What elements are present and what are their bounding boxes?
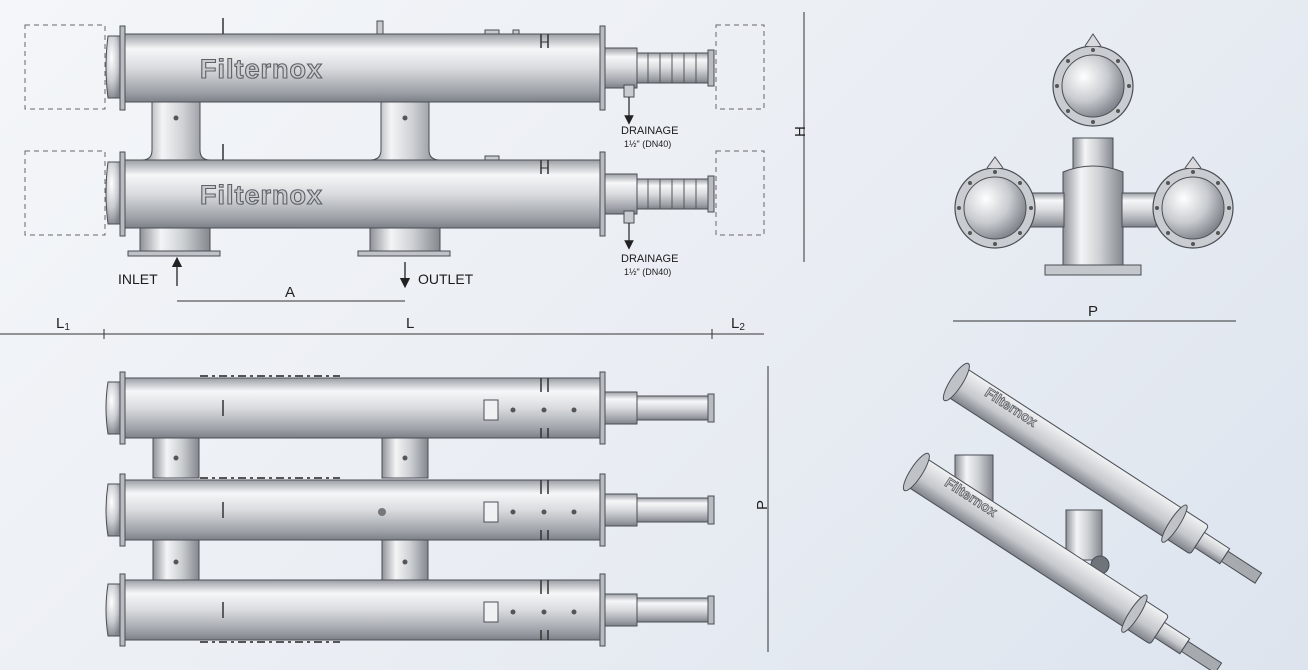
clearance-box-left-bottom — [24, 150, 106, 236]
vessel-top — [105, 18, 715, 111]
dim-p-side-label: P — [1088, 303, 1098, 320]
clearance-box-right-bottom — [715, 150, 765, 236]
drainage-size-top: 1½" (DN40) — [624, 139, 671, 149]
vessel-row-2 — [105, 473, 715, 547]
dim-h-label: H — [792, 126, 809, 137]
vessel-row-3 — [105, 573, 715, 647]
outlet-label: OUTLET — [418, 271, 474, 287]
dim-a-label: A — [285, 284, 295, 301]
dim-p-top-label: P — [754, 500, 771, 510]
brand-logo-vessel-top: Filternox — [200, 54, 323, 84]
dim-l2-label: L2 — [731, 315, 745, 333]
dim-l1-label: L1 — [56, 315, 70, 333]
vessel-row-1 — [105, 371, 715, 445]
brand-logo-vessel-bottom: Filternox — [200, 180, 323, 210]
dim-l-label: L — [406, 315, 414, 332]
inlet-label: INLET — [118, 271, 158, 287]
isometric-view: Filternox Filternox — [902, 362, 1263, 670]
drainage-label-top: DRAINAGE — [621, 125, 678, 137]
vessel-bottom — [105, 144, 715, 237]
clearance-box-left-top — [24, 24, 106, 110]
drainage-size-bottom: 1½" (DN40) — [624, 267, 671, 277]
front-view: Filternox Filternox INLET OUTL — [0, 12, 809, 339]
top-view: P — [105, 366, 771, 652]
clearance-box-right-top — [715, 24, 765, 110]
drainage-label-bottom: DRAINAGE — [621, 253, 678, 265]
side-view: P — [953, 33, 1236, 322]
